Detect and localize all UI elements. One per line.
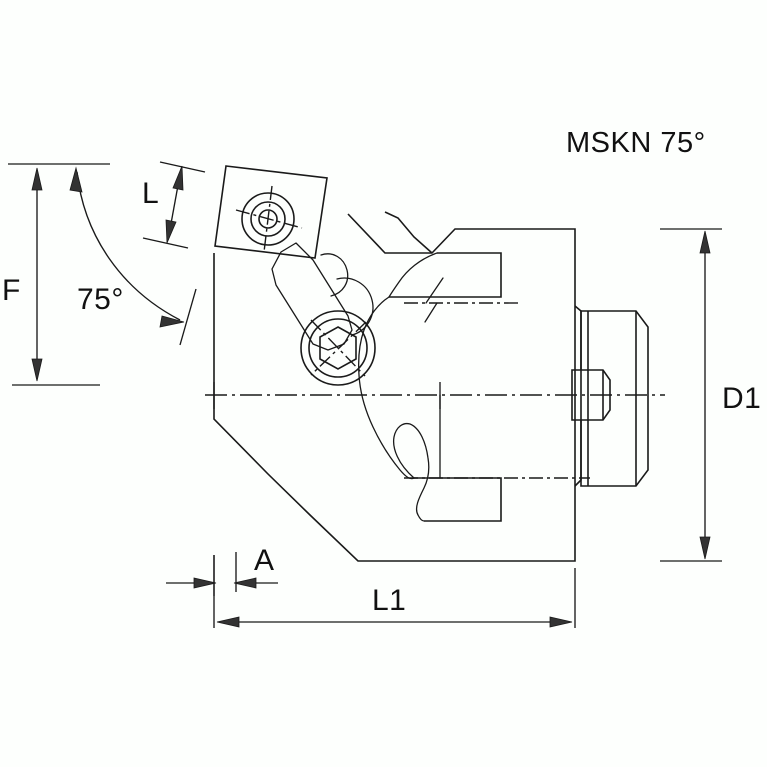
dimension-75-label: 75° (77, 283, 124, 316)
dimension-A-arrow-left (193, 577, 217, 589)
section-detail-lines (424, 277, 444, 479)
dimension-L-label: L (142, 177, 159, 210)
tool-body-outline (213, 213, 576, 562)
dimension-L1-arrow-left (216, 616, 240, 628)
dimension-L1: L1 (213, 555, 576, 628)
dimension-L-ext-bottom (142, 237, 189, 249)
clamp-screw-head (300, 310, 376, 386)
dimension-L1-arrow-right (549, 616, 573, 628)
dimension-F-arrow-top (31, 167, 43, 191)
dimension-A-arrow-right (233, 577, 257, 589)
shank-flange (571, 305, 649, 487)
dimension-L-ext-top (159, 161, 206, 173)
drawing-title: MSKN 75° (566, 127, 706, 159)
dimension-75-ref-line (179, 288, 197, 346)
lower-curved-recess (392, 422, 502, 522)
dimension-D1-arrow-top (699, 230, 711, 254)
insert-pocket-step (384, 211, 433, 254)
dimension-F-label: F (2, 274, 21, 307)
dimension-75-arrow-top (69, 166, 83, 193)
dimension-A-label: A (254, 544, 275, 577)
dimension-75-arc (76, 171, 181, 321)
insert-center-hole (235, 185, 303, 253)
dimension-L1-label: L1 (372, 584, 406, 617)
dimension-F-arrow-bottom (31, 358, 43, 382)
dimension-D1-label: D1 (722, 382, 761, 415)
dimension-L-arrow-bottom (165, 219, 177, 244)
clamp-arm (271, 242, 374, 351)
dimension-L-arrow-top (172, 165, 184, 191)
center-axis-lines (205, 302, 665, 479)
dimension-L: L (142, 161, 206, 249)
cutting-insert (214, 165, 328, 259)
dimension-D1-arrow-bottom (699, 536, 711, 560)
dimension-F: F (2, 163, 110, 386)
dimension-D1: D1 (660, 228, 761, 562)
dimension-angle-75: 75° (69, 166, 197, 346)
upper-slot-geometry (388, 252, 502, 298)
dimension-75-arrow-end (159, 315, 185, 328)
dimension-A: A (166, 544, 278, 596)
